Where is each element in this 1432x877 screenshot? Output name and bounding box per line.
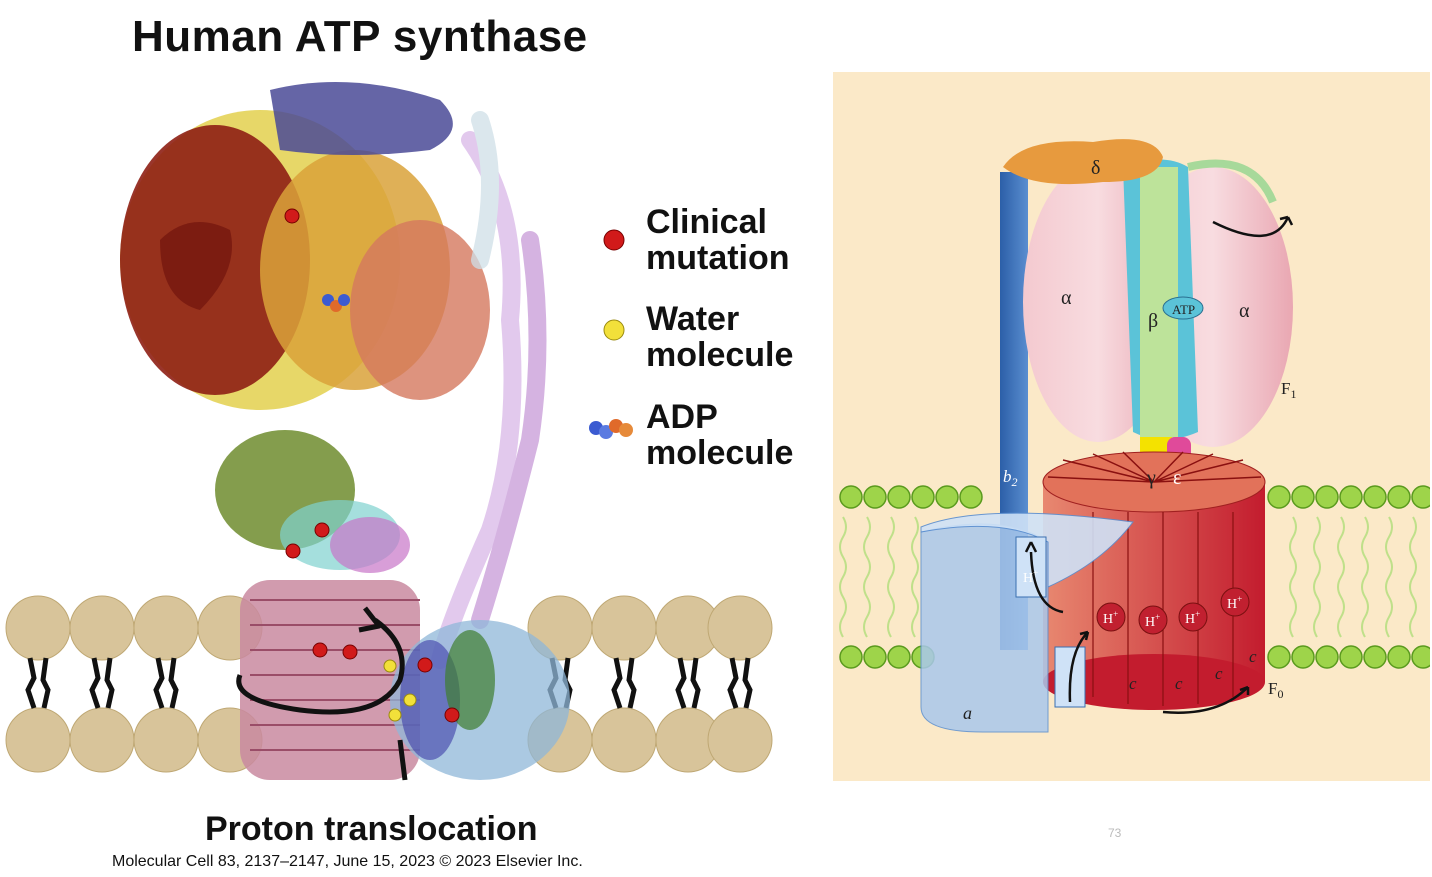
- proton-translocation-label: Proton translocation: [205, 810, 538, 848]
- legend-mutation-marker: [603, 229, 625, 251]
- delta-subunit: [1003, 139, 1163, 185]
- proton-flow-arrows: [1024, 215, 1294, 714]
- atp-synthase-schematic-panel: δ α β ATP α F1 b2 γ ε a F0 H+ H+ H+ H+ H…: [833, 72, 1432, 781]
- figure-title: Human ATP synthase: [132, 12, 588, 61]
- alpha-right-label: α: [1239, 300, 1250, 322]
- membrane-bilayer: [839, 485, 1432, 669]
- atp-label: ATP: [1172, 302, 1195, 317]
- adp-molecule-marker: [322, 294, 350, 312]
- svg-text:c: c: [1249, 647, 1257, 666]
- water-markers: [383, 659, 417, 722]
- slide-number: 73: [1108, 826, 1122, 840]
- alpha-left-label: α: [1061, 287, 1072, 309]
- legend-adp-marker: [589, 419, 633, 439]
- svg-text:c: c: [1175, 674, 1183, 693]
- a-subunit: [920, 512, 1134, 733]
- proton-labels: H+ H+ H+ H+ H+: [1023, 568, 1242, 630]
- citation: Molecular Cell 83, 2137–2147, June 15, 2…: [112, 853, 583, 870]
- b2-label: b2: [1003, 467, 1018, 489]
- svg-text:c: c: [1215, 664, 1223, 683]
- c-labels: c c c c: [1129, 647, 1257, 693]
- svg-text:H+: H+: [1227, 594, 1242, 612]
- legend-water-marker: [603, 319, 625, 341]
- atp-marker: [1162, 296, 1204, 320]
- delta-label: δ: [1091, 157, 1100, 179]
- proton-markers: [1096, 587, 1250, 635]
- f1-label: F1: [1281, 379, 1296, 401]
- atp-synthase-schematic: δ α β ATP α F1 b2 γ ε a F0 H+ H+ H+ H+ H…: [839, 139, 1432, 733]
- protein-c-ring: [240, 580, 420, 780]
- epsilon-label: ε: [1173, 467, 1181, 489]
- protein-stalk: [215, 430, 410, 573]
- clinical-mutation-markers: [284, 208, 460, 723]
- membrane-bilayer: [5, 595, 773, 773]
- beta-label: β: [1148, 310, 1158, 332]
- f0-label: F0: [1268, 679, 1283, 701]
- svg-text:H+: H+: [1145, 612, 1160, 630]
- f1-head: [1023, 159, 1293, 447]
- svg-text:H+: H+: [1103, 609, 1118, 627]
- gamma-label: γ: [1146, 467, 1156, 489]
- svg-text:H+: H+: [1023, 568, 1038, 586]
- peripheral-stalk: [431, 111, 547, 669]
- protein-a-subunit: [390, 620, 570, 780]
- svg-text:c: c: [1129, 674, 1137, 693]
- a-label: a: [963, 703, 972, 723]
- atp-synthase-structure-illustration: [5, 82, 773, 781]
- svg-text:H+: H+: [1185, 609, 1200, 627]
- proton-path-arrow: [397, 739, 408, 781]
- c-ring: [1042, 451, 1266, 710]
- rotation-arrow: [236, 606, 405, 715]
- protein-f1-head: [120, 82, 490, 410]
